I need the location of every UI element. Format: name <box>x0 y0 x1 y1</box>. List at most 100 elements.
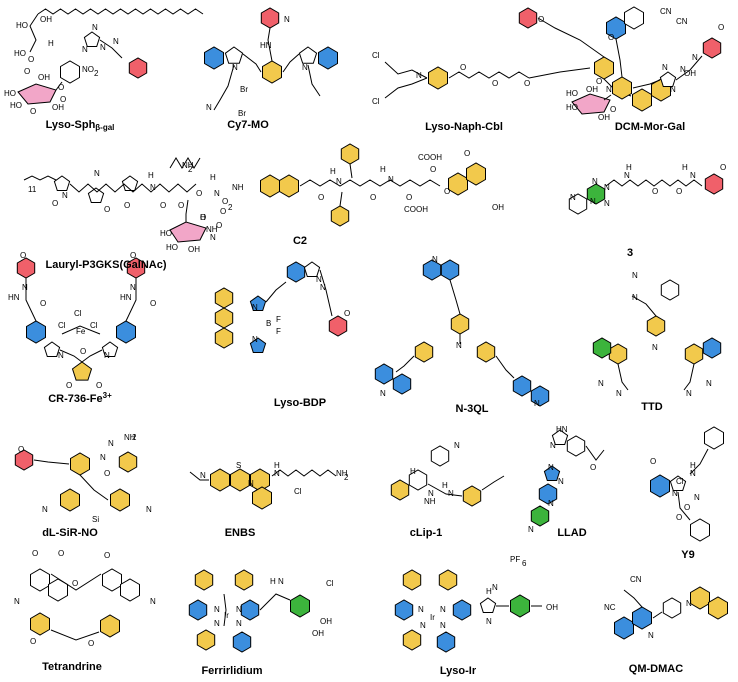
atom-label: N <box>58 351 64 360</box>
atom-label: O <box>652 187 658 196</box>
atom-label: N <box>150 597 156 606</box>
pyridine-3 <box>232 631 252 653</box>
morpholine-ring <box>14 449 34 471</box>
morpholine-left <box>16 257 36 279</box>
isoquinoline-left-benzene <box>30 568 50 592</box>
compound-label-2: Cy7-MO <box>227 119 269 131</box>
atom-label: N <box>570 193 576 202</box>
atom-label: OH <box>40 15 52 24</box>
atom-label: N <box>62 191 68 200</box>
piperidine-ring <box>430 445 450 467</box>
atom-label: N <box>548 499 554 508</box>
bond <box>319 269 333 317</box>
compound-label-17: Tetrandrine <box>42 661 102 673</box>
anthracene-a <box>214 287 234 309</box>
atom-label: O <box>464 149 470 158</box>
coumarin-b <box>466 162 486 186</box>
atom-label: H <box>200 213 206 222</box>
atom-label: HN <box>260 41 272 50</box>
bond <box>677 491 691 521</box>
phenyl-left <box>30 612 50 636</box>
atom-label: Cl <box>326 579 334 588</box>
bond <box>259 593 291 611</box>
atom-label: N <box>680 65 686 74</box>
bond <box>213 64 235 111</box>
atom-label: O <box>66 381 72 390</box>
bond <box>267 27 273 62</box>
atom-label: F <box>276 315 281 324</box>
atom-label: N <box>648 631 654 640</box>
phenyl-linker <box>662 597 682 619</box>
atom-label: O <box>610 105 616 114</box>
atom-label: N <box>94 169 100 178</box>
atom-label: N <box>100 43 106 52</box>
atom-label: HO <box>16 21 28 30</box>
acridine-b <box>708 596 728 620</box>
xanthene-left <box>60 488 80 512</box>
phenyl-right <box>476 341 496 363</box>
atom-label: O <box>650 457 656 466</box>
triazole-ring <box>83 31 101 47</box>
atom-label: N <box>210 233 216 242</box>
tetrazine-ring <box>586 183 606 205</box>
compound-label-12: dL-SiR-NO <box>42 527 98 539</box>
benzo-ring <box>252 486 272 510</box>
atom-label: NC <box>604 603 616 612</box>
phenyl-left-end <box>592 337 612 359</box>
atom-label: O <box>220 207 226 216</box>
bond <box>427 483 463 497</box>
catechol-ring <box>290 594 310 618</box>
indole-five-right <box>298 46 318 64</box>
peptide-backbone <box>69 183 197 193</box>
phenyl-1 <box>340 143 360 165</box>
atom-label: N <box>284 15 290 24</box>
atom-label: N <box>214 605 220 614</box>
atom-label: O <box>104 469 110 478</box>
label-main: Lyso-Sph <box>46 119 96 131</box>
atom-label: N <box>42 505 48 514</box>
compound-label-16: Y9 <box>681 549 694 561</box>
atom-label: Cl <box>58 321 66 330</box>
atom-label: O <box>80 347 86 356</box>
galactose-ring <box>17 83 57 105</box>
atom-label: O <box>216 221 222 230</box>
peptide-backbone <box>299 179 441 187</box>
atom-label: O <box>150 299 156 308</box>
dihydro-ring <box>408 469 428 491</box>
atom-label: Cl <box>74 309 82 318</box>
phenothiazine-a <box>210 468 230 492</box>
atom-label: CN <box>676 17 688 26</box>
atom-label: N <box>316 275 322 284</box>
indole-benzene <box>286 261 306 283</box>
lauryl-chain <box>23 175 57 181</box>
atom-label: HN <box>120 293 132 302</box>
imidazole-ring <box>479 597 497 613</box>
atom-label: N <box>706 379 712 388</box>
atom-label: PF <box>510 555 520 564</box>
atom-label: 2 <box>132 433 137 442</box>
bond <box>495 355 515 379</box>
atom-label: N <box>302 63 308 72</box>
lysine-sidechain <box>169 157 201 169</box>
atom-label: NH <box>124 433 136 442</box>
atom-label: O <box>20 251 26 260</box>
bond <box>384 77 428 99</box>
phenyl-2 <box>234 569 254 591</box>
benzimidazole-benzene <box>538 483 558 505</box>
atom-label: 2 <box>344 473 349 482</box>
bond <box>617 363 629 391</box>
bond <box>61 325 101 335</box>
compound-label-20: QM-DMAC <box>629 663 683 675</box>
bond <box>79 474 109 501</box>
compound-label-18: Ferrirlidium <box>201 665 262 677</box>
bond <box>307 64 321 97</box>
atom-label: OH <box>586 85 598 94</box>
atom-label: N <box>632 271 638 280</box>
atom-label: N <box>113 37 119 46</box>
anthracene-b <box>214 307 234 329</box>
label-subscript: β-gal <box>95 123 114 132</box>
